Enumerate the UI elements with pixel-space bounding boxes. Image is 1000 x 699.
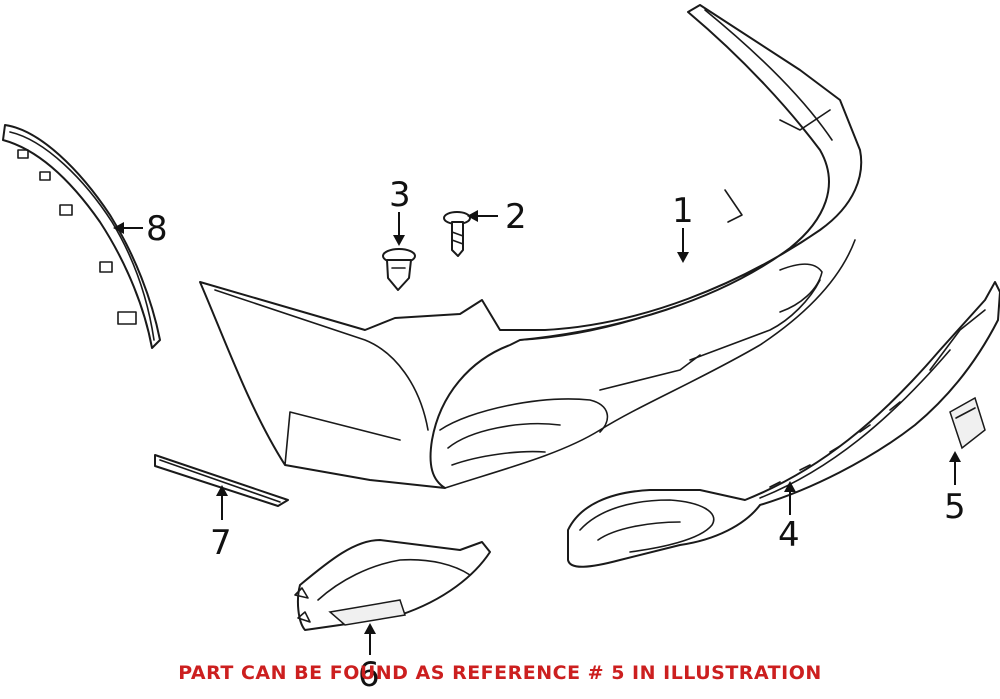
part-6-exhaust-trim	[294, 539, 491, 631]
part-8-side-strip	[2, 124, 161, 349]
part-2-screw	[443, 211, 471, 257]
part-5-reflector	[949, 396, 986, 450]
callout-8: 8	[146, 209, 168, 249]
part-4-diffuser	[567, 281, 1000, 568]
callout-2: 2	[505, 197, 527, 237]
callout-6: 6	[358, 655, 380, 695]
callout-7: 7	[210, 523, 232, 563]
callout-5: 5	[944, 487, 966, 527]
callout-3: 3	[389, 175, 411, 215]
callout-1: 1	[672, 191, 694, 231]
callout-4: 4	[778, 515, 800, 555]
part-3-clip	[382, 248, 416, 291]
part-1-bumper-cover	[199, 4, 863, 489]
reference-note: PART CAN BE FOUND AS REFERENCE # 5 IN IL…	[178, 662, 822, 684]
leader-lines	[113, 210, 961, 655]
part-7-trim-strip	[154, 454, 289, 507]
